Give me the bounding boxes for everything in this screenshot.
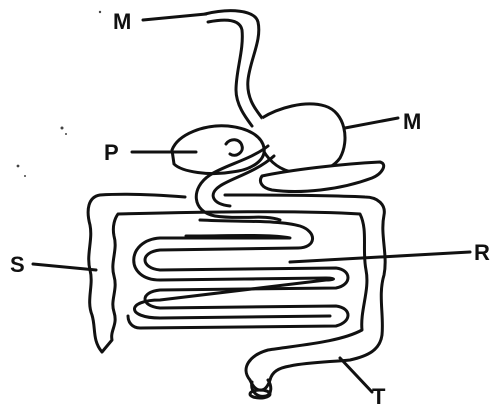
leader-esophagus: [143, 14, 206, 20]
label-large-intestine: S: [10, 252, 25, 277]
label-liver: P: [104, 140, 119, 165]
scan-specks: [17, 11, 102, 177]
leader-large-intestine: [33, 264, 96, 270]
leader-small-intestine: [290, 252, 470, 262]
esophagus: [205, 11, 262, 118]
esophagus-inner: [208, 20, 252, 126]
label-rectum: T: [372, 384, 386, 407]
leader-rectum: [340, 358, 372, 392]
stomach: [258, 104, 345, 174]
label-small-intestine: R: [474, 240, 490, 265]
label-esophagus: M: [113, 9, 131, 34]
leader-stomach: [345, 118, 398, 128]
label-stomach: M: [403, 109, 421, 134]
liver: [172, 126, 264, 174]
